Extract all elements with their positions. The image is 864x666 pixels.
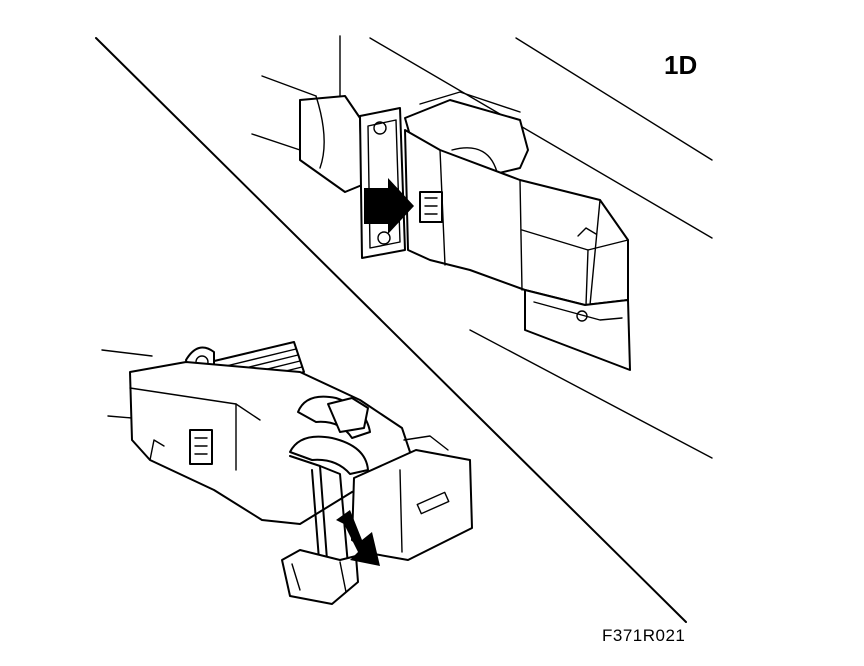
panel-edges [251,35,713,459]
divider-line [95,37,687,623]
step-label: 1D [664,50,698,80]
figure-reference-code: F371R021 [602,626,686,645]
lower-connector [101,341,473,605]
upper-connector [299,91,631,371]
push-arrow-lower [336,510,380,566]
push-arrow-upper [364,178,414,234]
